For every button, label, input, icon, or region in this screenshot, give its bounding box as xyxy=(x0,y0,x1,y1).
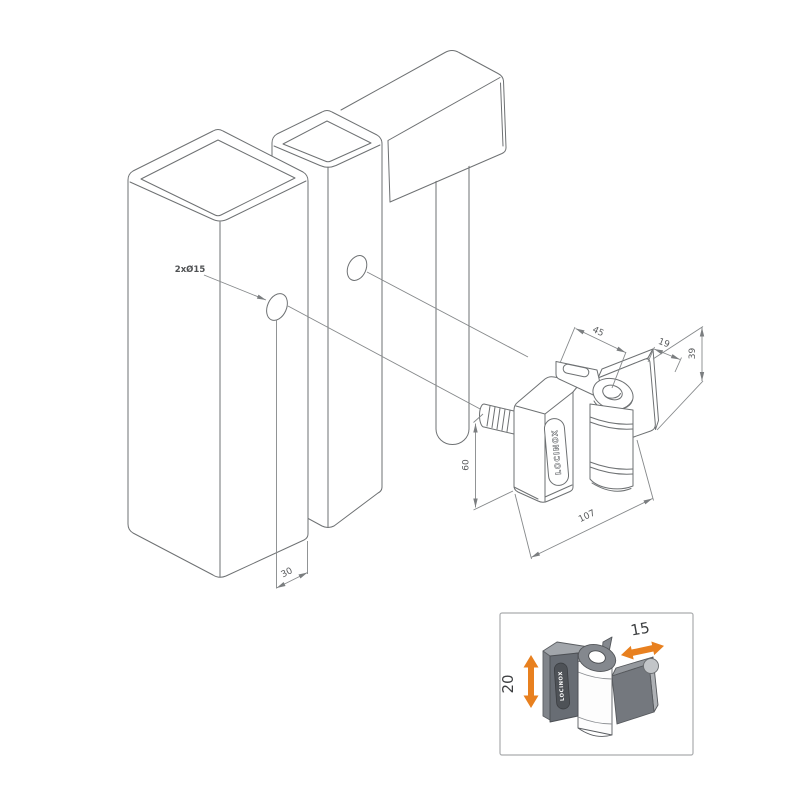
brand-badge: LOCINOX xyxy=(543,418,570,486)
hinge-barrel xyxy=(589,403,634,492)
inset-brand-text: LOCINOX xyxy=(558,671,566,701)
dim-overall-length: 107 xyxy=(577,508,597,525)
hinge-line-drawing: LOCINOX xyxy=(479,348,659,503)
vertical-adjust-value: 20 xyxy=(499,674,517,693)
adjustment-inset: LOCINOX 20 15 xyxy=(499,612,694,756)
dim-hole-offset: 30 xyxy=(280,566,295,580)
round-tube xyxy=(435,149,470,445)
left-post xyxy=(127,129,309,578)
dim-plate-width: 19 xyxy=(657,337,672,351)
inset-hinge-illustration: LOCINOX xyxy=(542,636,659,737)
dim-plate-height: 39 xyxy=(688,348,698,360)
dimension-60: 60 xyxy=(462,413,514,511)
dimension-19: 19 xyxy=(647,337,682,373)
dim-strap-length: 45 xyxy=(591,325,606,339)
hole-spec-label: 2xØ15 xyxy=(175,264,206,275)
strap-slot xyxy=(562,363,590,378)
brand-badge-text: LOCINOX xyxy=(550,429,563,475)
dimension-45: 45 xyxy=(559,325,627,389)
dimension-39: 39 xyxy=(652,326,705,431)
dim-body-height: 60 xyxy=(462,459,472,471)
dimension-30: 30 xyxy=(276,320,308,589)
hole-spec-callout: 2xØ15 xyxy=(175,264,267,301)
threaded-rod xyxy=(479,403,515,435)
horizontal-adjust-arrow xyxy=(620,641,665,660)
hole-projection-lines xyxy=(287,271,529,411)
inset-pivot-pin xyxy=(643,658,659,674)
horizontal-adjust-value: 15 xyxy=(629,619,651,640)
gate-drill-hole xyxy=(346,255,368,281)
inset-brand-badge: LOCINOX xyxy=(553,662,571,710)
gate-top-rail xyxy=(340,50,507,203)
vertical-adjust-arrow xyxy=(523,655,539,708)
pivot-hole xyxy=(602,384,623,401)
post-drill-hole xyxy=(266,293,288,321)
